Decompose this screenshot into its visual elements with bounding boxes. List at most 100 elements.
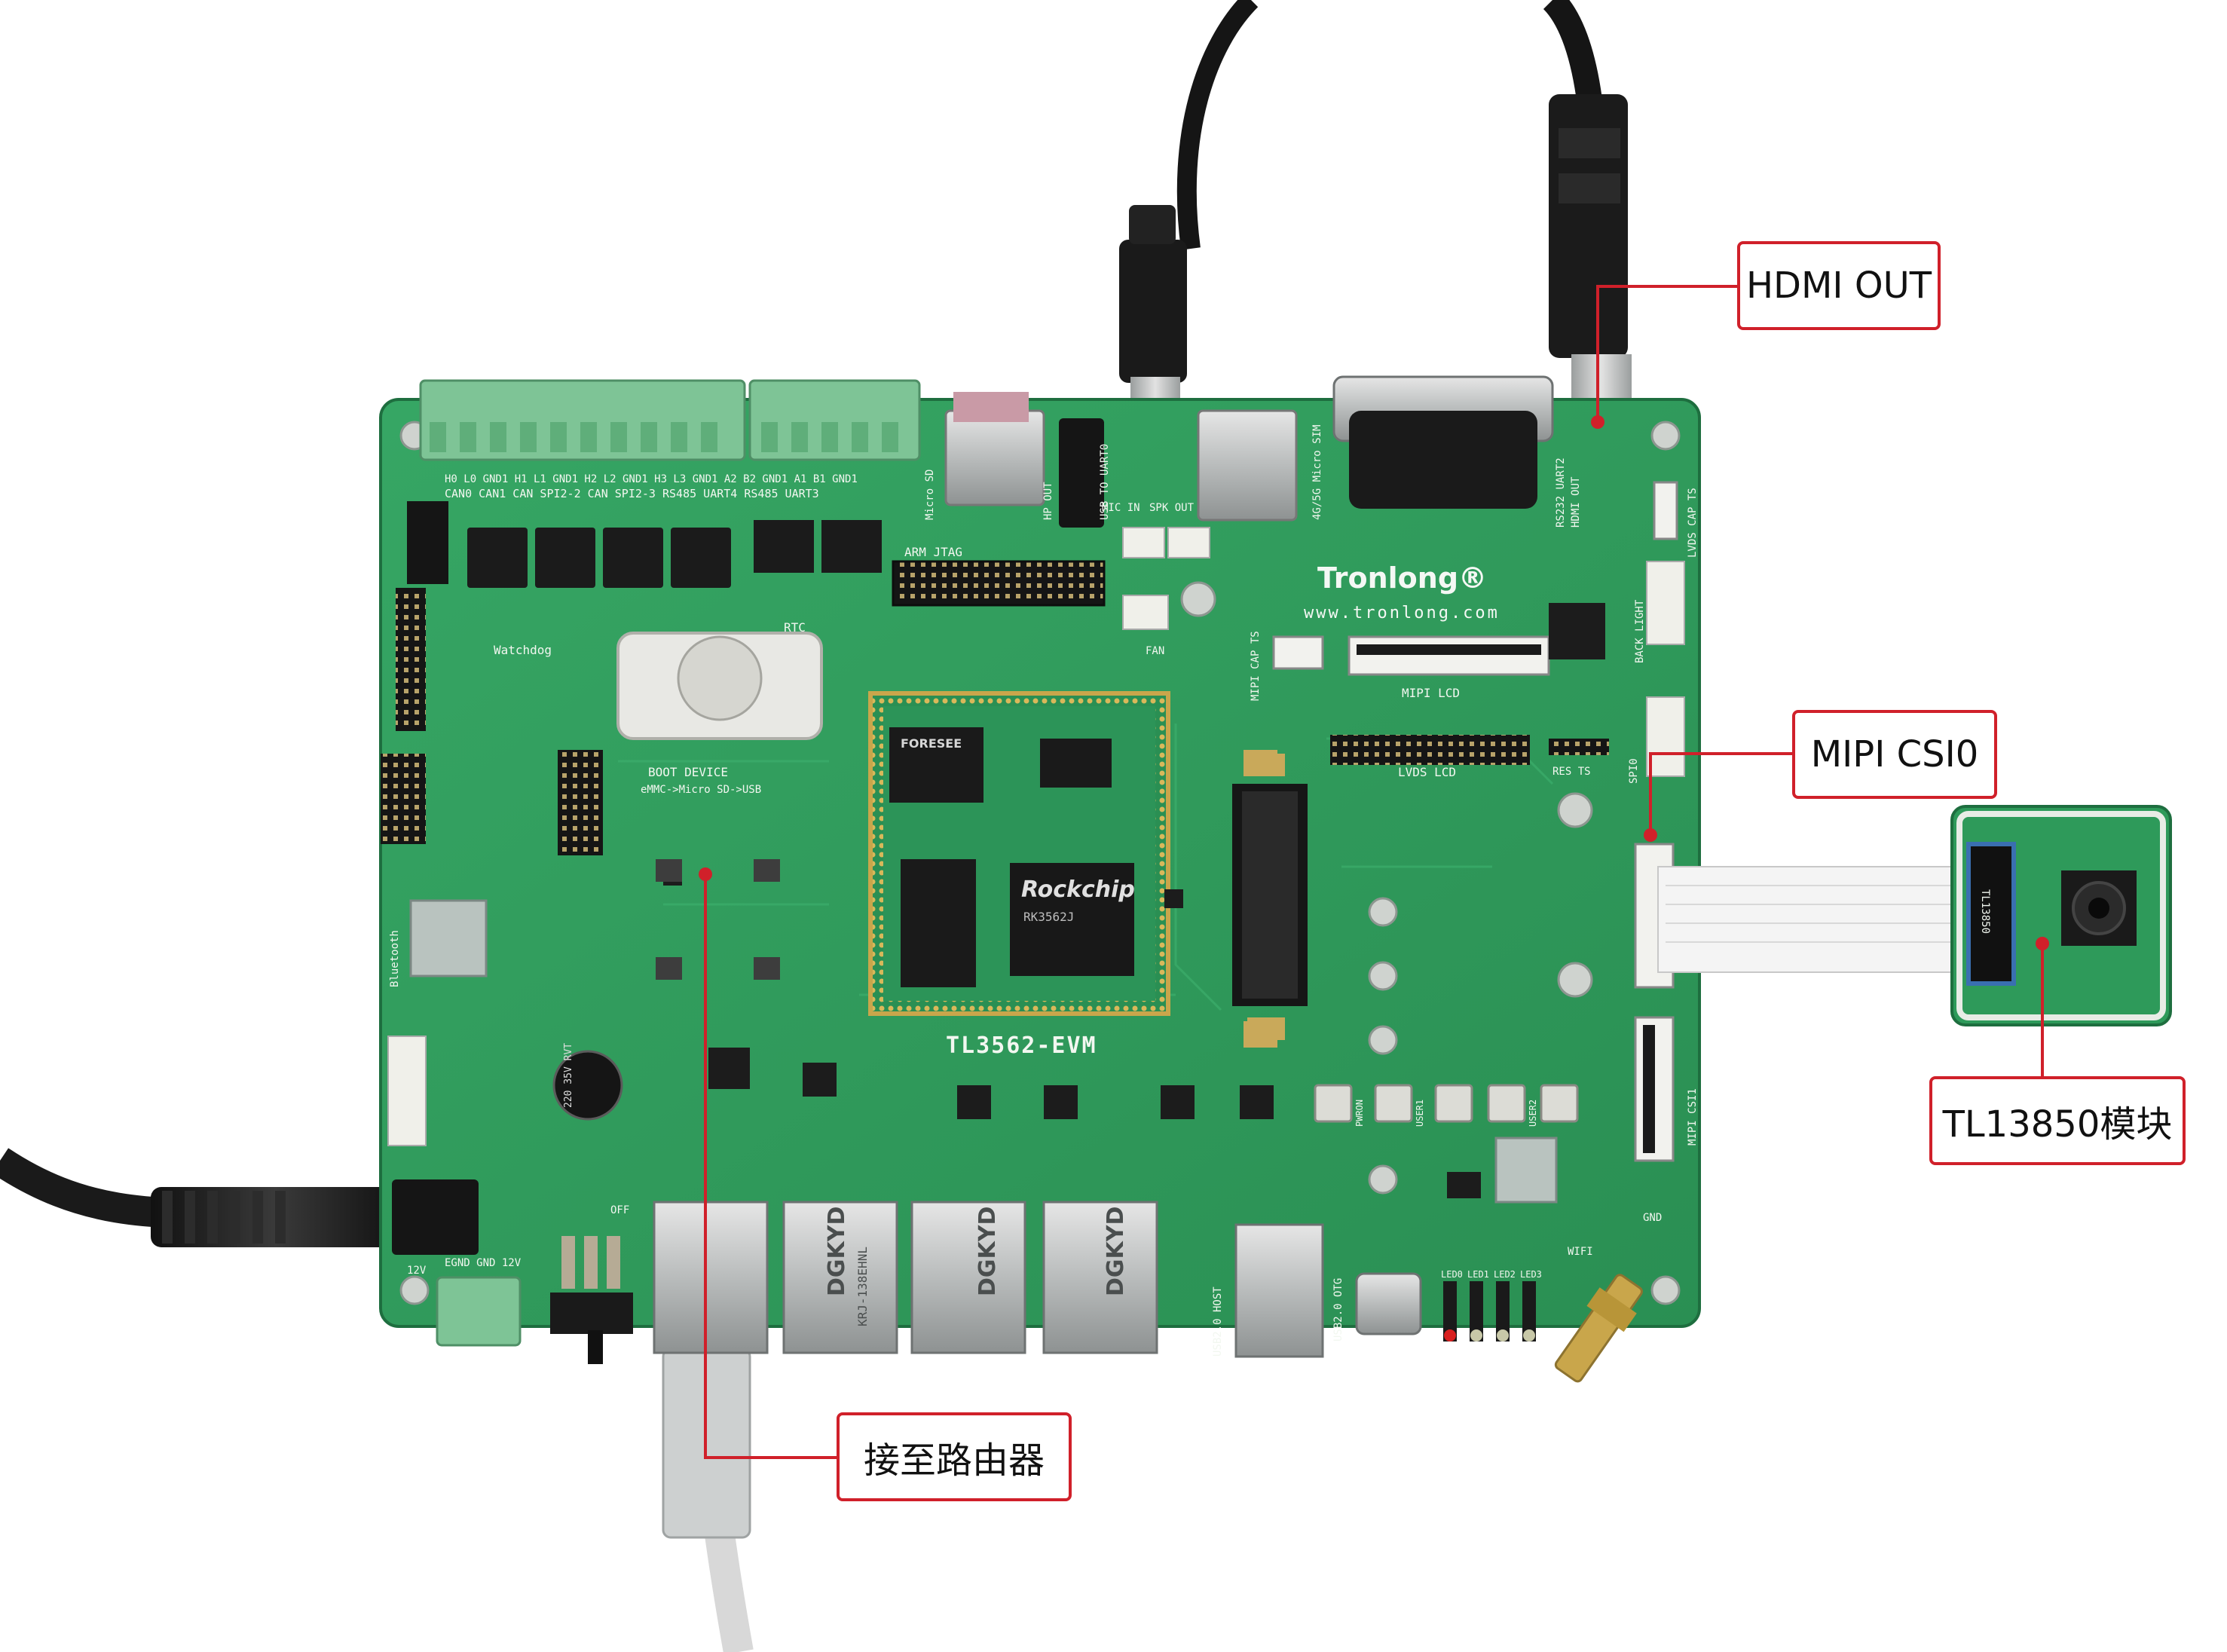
led-label-0: LED0 xyxy=(1441,1269,1463,1280)
camera-flex-cable xyxy=(1657,866,1968,973)
gnd-label: GND xyxy=(1643,1212,1662,1224)
wifi-label: WIFI xyxy=(1568,1246,1593,1258)
arm-jtag-header xyxy=(892,560,1106,607)
power-terminal-label: EGND GND 12V xyxy=(445,1257,522,1269)
lvds-cap-ts-connector xyxy=(1653,481,1678,540)
rj45-brand-label-3: DGKYD xyxy=(1103,1207,1129,1296)
wifi-module xyxy=(1494,1137,1558,1204)
dc-power-jack xyxy=(392,1179,479,1255)
bluetooth-label: Bluetooth xyxy=(389,930,401,987)
backlight-connector xyxy=(1646,561,1685,645)
backlight-label: BACK LIGHT xyxy=(1634,599,1646,663)
led-0 xyxy=(1443,1281,1457,1341)
user2-label: USER2 xyxy=(1528,1100,1538,1127)
hdmi-cable-plug xyxy=(1549,94,1628,358)
electrolytic-capacitor xyxy=(552,1050,623,1121)
lvds-cap-ts-label: LVDS CAP TS xyxy=(1687,488,1699,558)
lvds-lcd-connector xyxy=(1330,735,1530,765)
watchdog-label: Watchdog xyxy=(494,643,552,657)
camera-module-connector xyxy=(1966,842,2016,986)
soc-chip xyxy=(1010,863,1134,976)
usb-uart-label: USB TO UART0 xyxy=(1099,444,1111,520)
rj45-brand-label-2: DGKYD xyxy=(974,1207,1001,1296)
fan-label: FAN xyxy=(1146,645,1164,657)
brand-website: www.tronlong.com xyxy=(1304,604,1500,623)
board-name: TL3562-EVM xyxy=(946,1032,1097,1059)
arm-jtag-label: ARM JTAG xyxy=(904,545,962,559)
router-callout: 接至路由器 xyxy=(837,1412,1072,1501)
hdmi-silk-label: HDMI OUT xyxy=(1570,476,1582,528)
hp-out-label: HP OUT xyxy=(1042,482,1054,520)
spk-out-label: SPK OUT xyxy=(1149,502,1195,514)
micro-sd-slot xyxy=(944,409,1045,506)
button-4 xyxy=(1487,1084,1526,1123)
power-ic xyxy=(901,859,976,987)
usb-otg-port xyxy=(1355,1272,1422,1335)
usb-host-label: USB2.0 HOST xyxy=(1212,1286,1224,1357)
memory-chip xyxy=(889,727,983,803)
can-row-label: CAN0 CAN1 CAN SPI2-2 CAN SPI2-3 RS485 UA… xyxy=(445,487,819,500)
soc-part: RK3562J xyxy=(1023,910,1074,924)
mipi-csi1-label: MIPI CSI1 xyxy=(1687,1088,1699,1146)
left-pin-header-1 xyxy=(396,588,426,731)
usb-c-cable xyxy=(1176,0,1259,250)
user1-label: USER1 xyxy=(1415,1100,1425,1127)
rj45-port-1 xyxy=(653,1201,769,1354)
rs232-label: RS232 UART2 xyxy=(1555,457,1567,528)
boot-device-label: BOOT DEVICE xyxy=(648,765,728,779)
led-label-3: LED3 xyxy=(1520,1269,1542,1280)
dc-12v-label: 12V xyxy=(407,1265,427,1277)
micro-sd-label: Micro SD xyxy=(924,470,936,520)
button-user2 xyxy=(1434,1084,1473,1123)
left-pin-header-3 xyxy=(558,750,603,855)
power-terminal-block xyxy=(436,1276,522,1347)
can-terminal-pins: H0 L0 GND1 H1 L1 GND1 H2 L2 GND1 H3 L3 G… xyxy=(445,473,858,485)
pwron-label: PWRON xyxy=(1354,1100,1365,1127)
led-label-1: LED1 xyxy=(1467,1269,1489,1280)
power-switch xyxy=(550,1293,633,1334)
soc-brand: Rockchip xyxy=(1021,876,1135,903)
res-ts-header xyxy=(1549,739,1609,755)
audio-connector-1 xyxy=(1122,527,1165,558)
camera-module-callout: TL13850模块 xyxy=(1929,1076,2186,1165)
brand-logo: Tronlong® xyxy=(1317,561,1487,595)
rj45-port-2 xyxy=(782,1201,898,1354)
audio-connector-2 xyxy=(1167,527,1210,558)
left-pin-header-2 xyxy=(381,754,426,844)
capacitor-label: 220 35V RVT xyxy=(563,1043,574,1108)
bluetooth-module xyxy=(409,899,488,977)
button-pwron xyxy=(1314,1084,1353,1123)
led-2 xyxy=(1496,1281,1510,1341)
rj45-model-label: KRJ-138EHNL xyxy=(855,1247,870,1326)
mipi-lcd-connector xyxy=(1348,635,1550,676)
mipi-lcd-label: MIPI LCD xyxy=(1402,686,1460,700)
mipi-cap-ts-connector xyxy=(1272,635,1324,670)
headphone-jack xyxy=(1059,418,1104,528)
usb-otg-label: USB2.0 OTG xyxy=(1332,1278,1344,1341)
mic-in-label: MIC IN xyxy=(1102,502,1140,514)
left-side-connector xyxy=(387,1036,427,1146)
hdmi-out-callout: HDMI OUT xyxy=(1737,241,1941,330)
lvds-lcd-label: LVDS LCD xyxy=(1398,765,1456,779)
sim-slot xyxy=(1197,409,1298,522)
usb-c-cable-plug xyxy=(1119,240,1187,383)
rj45-port-3 xyxy=(910,1201,1026,1354)
button-5 xyxy=(1540,1084,1579,1123)
mipi-cap-ts-label: MIPI CAP TS xyxy=(1250,631,1262,701)
boot-order-label: eMMC->Micro SD->USB xyxy=(641,784,761,796)
camera-module-silk: TL13850 xyxy=(1979,889,1991,934)
rtc-label: RTC xyxy=(784,620,806,635)
mipi-csi0-callout: MIPI CSI0 xyxy=(1792,710,1997,799)
spi0-connector xyxy=(1646,696,1685,777)
memory-chip-label: FORESEE xyxy=(901,736,962,751)
off-label: OFF xyxy=(610,1204,629,1216)
button-user1 xyxy=(1374,1084,1413,1123)
led-3 xyxy=(1522,1281,1536,1341)
rj45-port-4 xyxy=(1042,1201,1158,1354)
emmc-chip xyxy=(1040,739,1112,788)
res-ts-label: RES TS xyxy=(1552,766,1591,778)
hdmi-cable xyxy=(1543,0,1603,108)
sim-label: 4G/5G Micro SIM xyxy=(1311,425,1323,520)
spi0-label: SPI0 xyxy=(1628,758,1640,784)
